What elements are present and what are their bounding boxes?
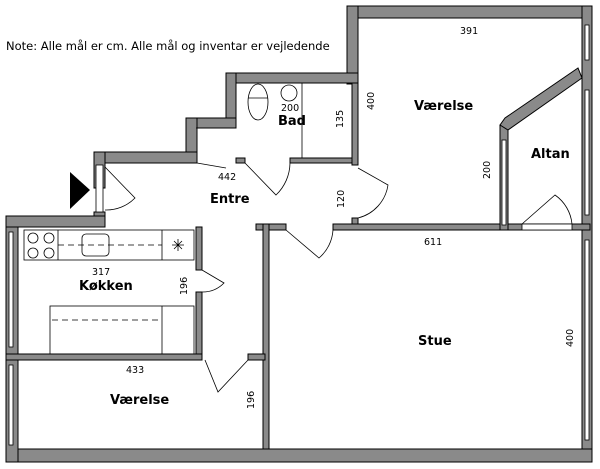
kitchen-counter (23, 229, 195, 355)
dim-kitchen-width: 317 (92, 267, 110, 278)
room-label-bedroom-top: Værelse (414, 99, 473, 114)
dim-living-height: 400 (565, 329, 576, 347)
sink-icon (280, 84, 298, 102)
toilet-icon (247, 83, 269, 121)
dim-bedroom-bottom-width: 433 (126, 365, 144, 376)
room-label-kitchen: Køkken (79, 279, 133, 294)
dim-balcony-height: 200 (482, 161, 493, 179)
doors (104, 83, 573, 393)
entrance-arrow-icon (70, 172, 90, 209)
dim-bedroom-top-width: 391 (460, 26, 478, 37)
walls (5, 5, 593, 463)
dim-bath-width: 200 (281, 103, 299, 114)
dim-living-width: 611 (424, 237, 442, 248)
room-label-bath: Bad (278, 114, 306, 129)
room-label-entrance: Entre (210, 192, 250, 207)
dim-bedroom-bottom-height: 196 (246, 391, 257, 409)
dim-bedroom-top-height: 400 (366, 92, 377, 110)
room-label-bedroom-bottom: Værelse (110, 393, 169, 408)
room-label-balcony: Altan (531, 147, 570, 162)
dim-bath-height: 135 (335, 110, 346, 128)
room-label-living: Stue (418, 334, 452, 349)
dim-entrance-height: 120 (336, 190, 347, 208)
dim-entrance-width: 442 (218, 172, 236, 183)
bath-fixtures (247, 83, 298, 121)
disclaimer-note: Note: Alle mål er cm. Alle mål og invent… (6, 39, 330, 53)
windows (8, 24, 590, 446)
dim-kitchen-height: 196 (179, 277, 190, 295)
